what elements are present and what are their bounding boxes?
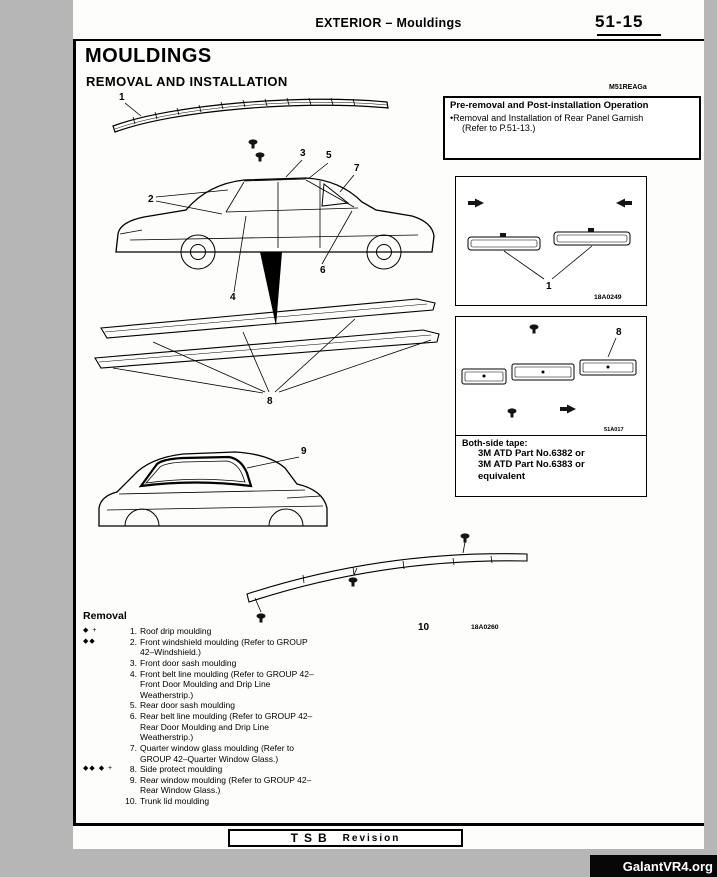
figure-code-trunk: 18A0260 <box>471 624 499 631</box>
removal-item-number: 7. <box>129 742 137 753</box>
removal-list-item: 3. Front door sash moulding <box>83 658 323 669</box>
removal-item-marker <box>83 743 121 744</box>
removal-item-number: 5. <box>129 700 137 711</box>
tape-detail-box: 8 51A017 Both-side tape: 3M ATD Part No.… <box>455 316 647 497</box>
removal-item-number: 6. <box>129 711 137 721</box>
note-item: • Removal and Installation of Rear Panel… <box>450 113 694 123</box>
removal-item-number: 4. <box>129 668 137 679</box>
callout-5-label: 5 <box>326 150 332 161</box>
callout-1-label: 1 <box>119 92 125 103</box>
page-title: MOULDINGS <box>85 45 212 67</box>
removal-item-text: Rear door sash moulding <box>140 700 235 711</box>
callout-1-label: 1 <box>546 281 552 292</box>
removal-list: Removal ◆ + 1. Roof drip moulding ◆◆ 2. … <box>83 610 323 807</box>
both-side-tape-note: Both-side tape: 3M ATD Part No.6382 or 3… <box>456 435 646 484</box>
removal-item-marker <box>83 700 121 701</box>
plug-clip-icon <box>616 198 632 208</box>
removal-item-text: Rear window moulding (Refer to GROUP 42–… <box>140 774 312 796</box>
tape-detail-figure: 8 51A017 <box>461 324 637 433</box>
figure-trunk-lid-moulding: 10 18A0260 <box>233 528 543 640</box>
callout-6-label: 6 <box>320 265 326 276</box>
callout-2-label: 2 <box>148 194 154 205</box>
removal-item-number: 8. <box>129 764 137 775</box>
revision-label: Revision <box>342 832 401 844</box>
page-number: 51-15 <box>595 12 644 31</box>
removal-item-text: Trunk lid moulding <box>140 796 210 806</box>
removal-item-text: Front door sash moulding <box>140 657 237 668</box>
removal-list-item: 4. Front belt line moulding (Refer to GR… <box>83 669 323 701</box>
clip-detail-box: 1 18A0249 <box>455 176 647 306</box>
figure-code-clip-box: 18A0249 <box>594 294 622 301</box>
figure-ref-code: M51REAGa <box>609 84 647 91</box>
removal-item-marker: ◆ + <box>83 627 98 634</box>
bottom-border-rule <box>73 823 704 826</box>
grommet-clip-icon <box>460 533 470 543</box>
pre-removal-note-box: Pre-removal and Post-installation Operat… <box>443 96 701 160</box>
removal-item-marker: ◆◆ <box>83 637 96 645</box>
tape-note-line: 3M ATD Part No.6383 or <box>478 459 585 471</box>
document-page: EXTERIOR – Mouldings 51-15 MOULDINGS REM… <box>73 0 704 849</box>
bullet-icon: • <box>450 112 454 123</box>
note-reference: (Refer to P.51-13.) <box>462 123 536 134</box>
tape-note-label: Both-side tape: <box>462 438 528 448</box>
removal-item-marker <box>83 775 121 776</box>
grommet-clip-icon <box>529 324 539 334</box>
tsb-label: TSB <box>290 831 333 845</box>
figure-car-rear-view: 9 <box>83 428 343 563</box>
callout-3-label: 3 <box>300 148 306 159</box>
pointer-wedge <box>260 252 282 326</box>
header-rule <box>73 39 704 41</box>
removal-heading: Removal <box>83 610 127 622</box>
removal-item-marker: ◆◆ ◆ + <box>83 765 114 773</box>
removal-item-marker <box>83 669 121 670</box>
removal-item-text: Side protect moulding <box>140 764 223 775</box>
figure-roof-drip-moulding: 1 <box>103 86 395 164</box>
callout-8-label: 8 <box>267 396 273 407</box>
callout-4-label: 4 <box>230 292 236 303</box>
removal-list-item: ◆◆ 2. Front windshield moulding (Refer t… <box>83 637 323 658</box>
removal-item-text: Quarter window glass moulding (Refer to … <box>140 742 295 764</box>
callout-10-label: 10 <box>418 622 430 633</box>
removal-item-number: 1. <box>129 626 137 636</box>
grommet-clip-icon <box>348 577 358 587</box>
removal-item-number: 9. <box>129 774 137 785</box>
plug-clip-icon <box>560 404 576 414</box>
tape-note-line: equivalent <box>478 470 525 482</box>
removal-list-item: 7. Quarter window glass moulding (Refer … <box>83 743 323 764</box>
removal-list-item: 6. Rear belt line moulding (Refer to GRO… <box>83 711 323 743</box>
removal-item-text: Front belt line moulding (Refer to GROUP… <box>140 668 314 700</box>
callout-9-label: 9 <box>301 446 307 457</box>
left-border-rule <box>73 39 76 826</box>
figure-code-tape-box: 51A017 <box>604 427 624 433</box>
plug-clip-icon <box>468 198 484 208</box>
page-number-underline <box>597 34 661 36</box>
removal-list-item: ◆ + 1. Roof drip moulding <box>83 626 323 637</box>
removal-item-text: Front windshield moulding (Refer to GROU… <box>140 636 308 658</box>
header-section-title: EXTERIOR – Mouldings <box>315 16 462 30</box>
grommet-clip-icon <box>507 408 517 418</box>
note-item-text: Removal and Installation of Rear Panel G… <box>453 112 644 123</box>
section-subtitle: REMOVAL AND INSTALLATION <box>86 74 288 89</box>
removal-item-marker <box>83 796 121 797</box>
watermark: GalantVR4.org <box>590 855 717 877</box>
removal-list-item: ◆◆ ◆ + 8. Side protect moulding <box>83 764 323 775</box>
removal-item-number: 10. <box>125 796 137 806</box>
figure-car-side-view: 2 3 5 7 6 4 <box>108 140 438 330</box>
removal-list-item: 10. Trunk lid moulding <box>83 796 323 807</box>
removal-item-marker <box>83 711 121 712</box>
removal-list-item: 5. Rear door sash moulding <box>83 700 323 711</box>
tape-note-line: 3M ATD Part No.6382 or <box>478 448 585 459</box>
tsb-revision-box: TSB Revision <box>228 829 463 847</box>
removal-item-text: Roof drip moulding <box>140 626 212 636</box>
callout-8-label: 8 <box>616 327 622 338</box>
removal-item-marker <box>83 658 121 659</box>
removal-item-text: Rear belt line moulding (Refer to GROUP … <box>140 711 313 743</box>
note-title: Pre-removal and Post-installation Operat… <box>450 100 649 111</box>
figure-side-protect-moulding: 8 <box>93 292 443 420</box>
removal-item-number: 3. <box>129 657 137 668</box>
removal-item-number: 2. <box>129 636 137 647</box>
removal-list-item: 9. Rear window moulding (Refer to GROUP … <box>83 775 323 796</box>
callout-7-label: 7 <box>354 163 360 174</box>
